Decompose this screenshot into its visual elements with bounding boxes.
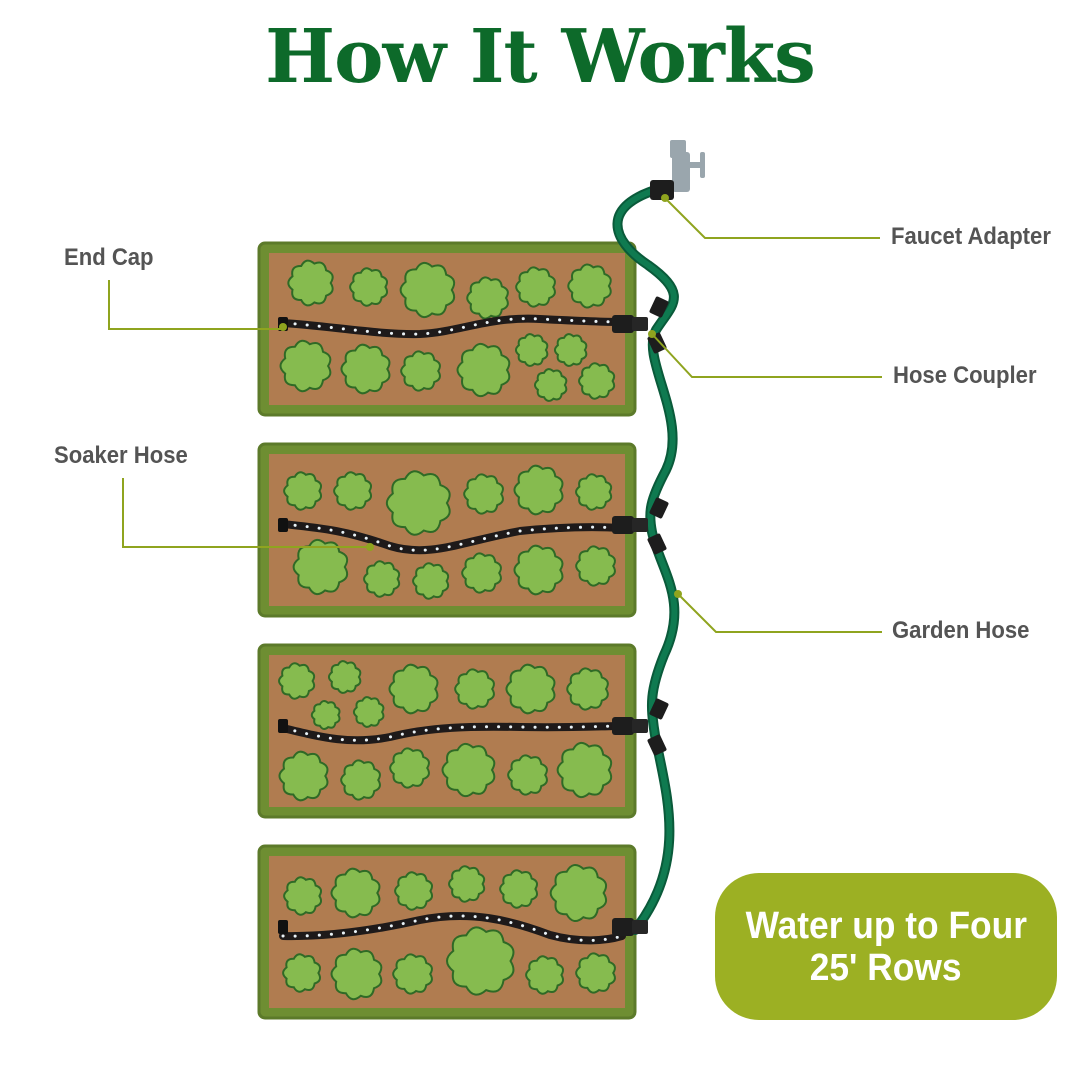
plant-icon (388, 663, 439, 715)
soaker-drip-holes (281, 522, 624, 552)
rows-callout: Water up to Four 25' Rows (715, 873, 1057, 1020)
hose-layer (612, 140, 705, 936)
leader-line (108, 280, 283, 330)
faucet-icon (650, 140, 705, 200)
plant-icon (330, 947, 383, 1001)
plant-icon (513, 544, 564, 596)
plant-icon (463, 473, 504, 515)
plant-icon (412, 562, 450, 600)
plant-icon (363, 560, 401, 598)
garden-hose (614, 185, 678, 933)
plant-icon (575, 473, 613, 511)
plant-icon (287, 259, 334, 307)
soaker-hose (279, 314, 626, 339)
leader-line (677, 593, 882, 633)
leader-line (651, 333, 882, 378)
plant-icon (310, 700, 341, 730)
plant-icon (283, 876, 323, 916)
garden-bed (257, 844, 637, 1020)
leader-dot (648, 330, 656, 338)
plant-icon (278, 662, 316, 700)
garden-bed (257, 241, 637, 417)
plant-icon (566, 667, 609, 711)
leader-dot (366, 543, 374, 551)
plant-icon (327, 660, 362, 694)
plant-icon (525, 955, 565, 995)
faucet-adapter-icon (650, 180, 674, 200)
hose-coupler-icon (612, 918, 648, 936)
garden-bed (257, 442, 637, 618)
plant-icon (330, 867, 381, 919)
plant-icon (278, 750, 329, 802)
plant-icon (513, 464, 564, 516)
plant-icon (575, 952, 616, 994)
plant-icon (400, 350, 441, 392)
plant-icon (392, 953, 433, 995)
plant-icon (461, 552, 502, 594)
plant-icon (549, 864, 608, 922)
plant-icon (283, 471, 323, 511)
plant-icon (533, 368, 568, 402)
plant-icon (399, 261, 456, 319)
hose-coupler-icon (612, 698, 669, 756)
plant-icon (279, 339, 332, 393)
label-garden-hose: Garden Hose (892, 617, 1030, 644)
leader-dot (674, 590, 682, 598)
plant-icon (349, 267, 389, 307)
plant-icon (454, 668, 495, 710)
garden-bed (257, 643, 637, 819)
callout-line-2: 25' Rows (810, 946, 962, 989)
soaker-drip-holes (281, 914, 624, 942)
plant-icon (556, 741, 613, 799)
leader-dot (661, 194, 669, 202)
plant-icon (567, 263, 612, 309)
plant-icon (553, 333, 588, 367)
plant-icon (505, 663, 556, 715)
plant-icon (466, 276, 509, 320)
plant-icon (499, 869, 539, 909)
leader-lines (108, 194, 882, 633)
plant-icon (456, 342, 511, 398)
plant-icon (507, 754, 548, 796)
hose-coupler-icon (612, 497, 669, 555)
leader-dot (279, 323, 287, 331)
plant-icon (514, 333, 549, 367)
plant-icon (385, 470, 451, 536)
end-cap-icon (278, 920, 288, 934)
label-faucet-adapter: Faucet Adapter (891, 223, 1051, 250)
page-title: How It Works (265, 14, 816, 100)
end-cap-icon (278, 719, 288, 733)
end-cap-icon (278, 518, 288, 532)
plant-icon (394, 871, 434, 911)
leader-line (122, 478, 370, 548)
plant-icon (446, 926, 515, 996)
garden-beds (257, 241, 637, 1020)
label-end-cap: End Cap (64, 244, 154, 271)
soaker-drip-holes (281, 724, 624, 742)
leader-line (664, 197, 880, 239)
plant-icon (352, 696, 385, 728)
plant-icon (389, 747, 430, 789)
plant-icon (282, 953, 322, 993)
plant-icon (441, 742, 496, 798)
plant-icon (340, 759, 381, 801)
plant-icon (578, 362, 616, 400)
plant-icon (340, 343, 391, 395)
label-hose-coupler: Hose Coupler (893, 362, 1037, 389)
callout-line-1: Water up to Four (745, 904, 1027, 947)
plant-icon (292, 538, 349, 596)
plant-icon (575, 545, 616, 587)
plant-icon (448, 865, 486, 903)
plant-icon (333, 471, 373, 511)
plant-icon (515, 266, 556, 308)
label-soaker-hose: Soaker Hose (54, 442, 188, 469)
hose-coupler-icon (612, 296, 669, 354)
